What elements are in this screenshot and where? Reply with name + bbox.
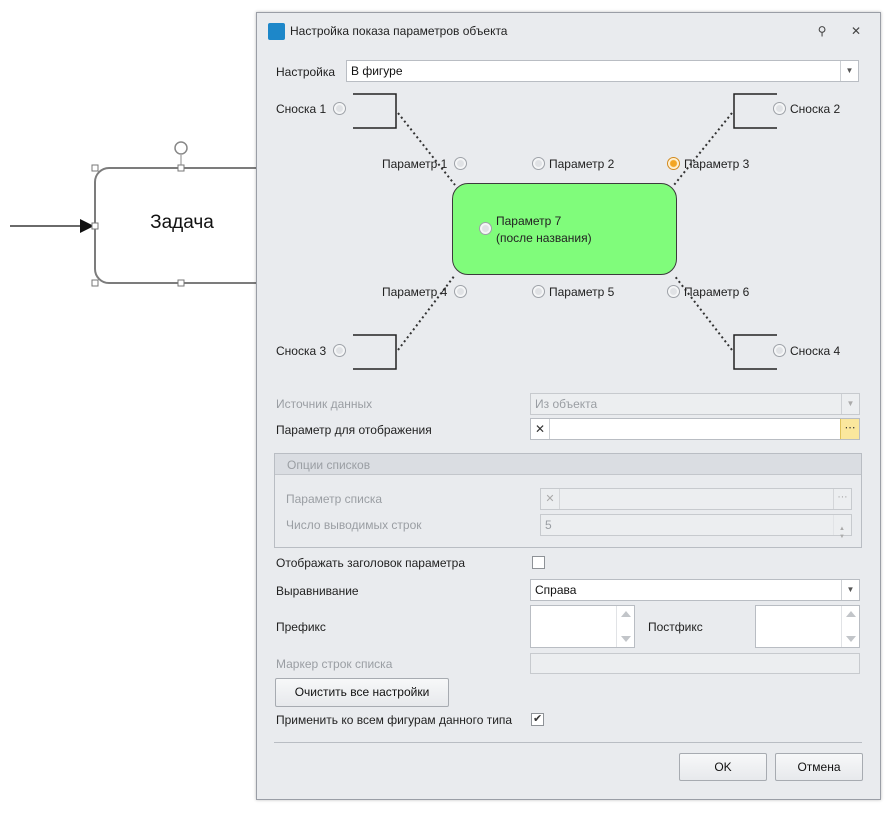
apply-all-checkbox[interactable]	[531, 712, 544, 726]
dotted-connector	[397, 274, 456, 351]
display-param-label: Параметр для отображения	[276, 423, 432, 437]
radio-callout3[interactable]	[333, 344, 346, 357]
show-header-label: Отображать заголовок параметра	[276, 556, 466, 570]
list-param-label: Параметр списка	[286, 492, 383, 506]
alignment-select[interactable]: Справа ▼	[530, 579, 860, 601]
dialog-title: Настройка показа параметров объекта	[290, 24, 508, 38]
callout4-label: Сноска 4	[790, 344, 841, 358]
list-marker-label: Маркер строк списка	[276, 657, 393, 671]
browse-button: ⋯	[833, 489, 851, 509]
list-options-group: Опции списков Параметр списка ✕ ⋯ Число …	[274, 453, 862, 548]
param4-label: Параметр 4	[382, 285, 448, 299]
chevron-down-icon: ▼	[841, 394, 859, 414]
radio-param1[interactable]	[454, 157, 467, 170]
prefix-scrollbar[interactable]	[616, 606, 634, 647]
radio-callout4[interactable]	[773, 344, 786, 357]
selection-handle	[177, 279, 185, 287]
callout1-label: Сноска 1	[276, 102, 327, 116]
dotted-connector	[397, 112, 456, 186]
list-options-header: Опции списков	[275, 454, 861, 475]
pin-icon[interactable]: ⚲	[817, 24, 827, 38]
rotate-handle-icon	[174, 141, 188, 165]
list-options-title: Опции списков	[287, 458, 371, 472]
list-param-field: ✕ ⋯	[540, 488, 852, 510]
row-count-value: 5	[545, 518, 552, 532]
app-icon	[268, 23, 285, 40]
selection-handle	[91, 222, 99, 230]
param3-label: Параметр 3	[684, 157, 750, 171]
prefix-label: Префикс	[276, 620, 326, 634]
ok-button[interactable]: OK	[679, 753, 767, 781]
radio-param7[interactable]	[479, 222, 492, 235]
callout4-bracket	[733, 334, 777, 370]
arrow-head	[80, 219, 94, 233]
settings-dialog: Настройка показа параметров объекта ⚲ ✕ …	[256, 12, 881, 800]
radio-param2[interactable]	[532, 157, 545, 170]
postfix-textarea[interactable]	[755, 605, 860, 648]
selection-handle	[177, 164, 185, 172]
list-marker-field	[530, 653, 860, 674]
data-source-value: Из объекта	[535, 397, 598, 411]
param7-label: Параметр 7	[496, 214, 562, 228]
clear-icon: ✕	[541, 489, 560, 509]
radio-param3[interactable]	[667, 157, 680, 170]
radio-callout2[interactable]	[773, 102, 786, 115]
alignment-value: Справа	[535, 583, 577, 597]
chevron-down-icon[interactable]: ▼	[841, 580, 859, 600]
divider	[274, 742, 862, 743]
callout1-bracket	[353, 93, 397, 129]
selection-handle	[91, 279, 99, 287]
setting-value: В фигуре	[351, 64, 403, 78]
callout3-bracket	[353, 334, 397, 370]
cancel-button[interactable]: Отмена	[775, 753, 863, 781]
data-source-select: Из объекта ▼	[530, 393, 860, 415]
display-param-field[interactable]: ✕ ⋯	[530, 418, 860, 440]
postfix-scrollbar[interactable]	[841, 606, 859, 647]
callout2-label: Сноска 2	[790, 102, 841, 116]
titlebar: Настройка показа параметров объекта ⚲ ✕	[257, 13, 880, 51]
radio-param5[interactable]	[532, 285, 545, 298]
layout-diagram	[353, 93, 777, 370]
browse-button[interactable]: ⋯	[840, 419, 859, 439]
callout2-bracket	[733, 93, 777, 129]
selection-handle	[91, 164, 99, 172]
param1-label: Параметр 1	[382, 157, 448, 171]
param6-label: Параметр 6	[684, 285, 750, 299]
param2-label: Параметр 2	[549, 157, 615, 171]
callout3-label: Сноска 3	[276, 344, 327, 358]
apply-all-label: Применить ко всем фигурам данного типа	[276, 713, 513, 727]
row-count-field: 5 ▲ ▼	[540, 514, 852, 540]
clear-icon[interactable]: ✕	[531, 419, 550, 439]
param7-sublabel: (после названия)	[496, 231, 592, 245]
radio-param4[interactable]	[454, 285, 467, 298]
clear-all-button[interactable]: Очистить все настройки	[275, 678, 449, 707]
chevron-down-icon[interactable]: ▼	[840, 61, 858, 81]
row-count-label: Число выводимых строк	[286, 518, 422, 532]
prefix-textarea[interactable]	[530, 605, 635, 648]
close-icon[interactable]: ✕	[850, 24, 862, 38]
alignment-label: Выравнивание	[276, 584, 359, 598]
postfix-label: Постфикс	[648, 620, 703, 634]
dotted-connector	[673, 274, 733, 351]
setting-select[interactable]: В фигуре ▼	[346, 60, 859, 82]
show-header-checkbox[interactable]	[532, 556, 545, 569]
radio-param6[interactable]	[667, 285, 680, 298]
task-label[interactable]: Задача	[150, 212, 214, 233]
setting-label: Настройка	[276, 65, 336, 79]
param5-label: Параметр 5	[549, 285, 615, 299]
radio-callout1[interactable]	[333, 102, 346, 115]
row-count-spinner: ▲ ▼	[833, 515, 851, 540]
data-source-label: Источник данных	[276, 397, 373, 411]
dotted-connector	[673, 112, 733, 186]
